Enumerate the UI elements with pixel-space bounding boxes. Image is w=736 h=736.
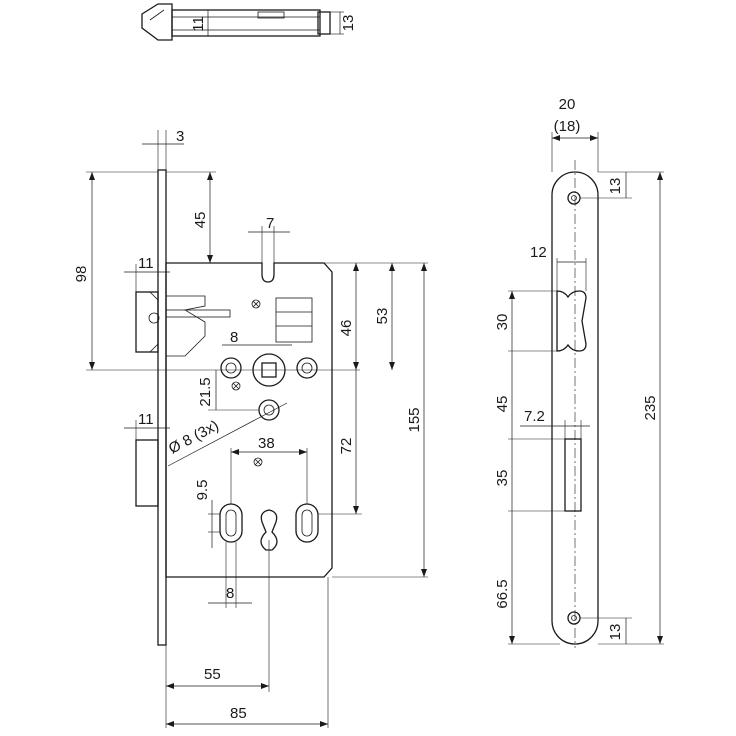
dim85-label: 85 [230,705,247,722]
front-view: 3 98 45 7 11 11 8 46 [73,128,428,728]
dim46-label: 46 [338,320,355,337]
fixing-hole-right-inner [301,362,313,374]
latch-opening [556,290,587,352]
dim72-arrow-bottom [353,506,359,514]
screw-2-icon [231,381,241,391]
dim665-label: 66.5 [494,579,511,608]
dim235-arrow-top [657,172,663,180]
dim18-label: (18) [554,118,581,135]
dim45s-label: 45 [494,396,511,413]
dim98-arrow-bottom [89,362,95,370]
latch-rod [165,309,231,318]
dim30-label: 30 [494,314,511,331]
dim55-label: 55 [204,666,221,683]
fixing-hole-right [296,357,318,379]
dim55-arrow-right [261,683,269,689]
dim8b-label: 8 [226,585,234,602]
screw-2-x-b [232,382,240,390]
screw-1-x-b [252,300,260,308]
dim98-label: 98 [73,266,90,283]
top-latch-head [141,3,173,41]
dim53-label: 53 [374,308,391,325]
dim45-arrow-top [207,172,213,180]
dim155-arrow-bottom [421,569,427,577]
top-view: 11 13 [141,3,357,41]
side-view: 20 (18) 13 12 30 45 35 66.5 7.2 [494,96,664,648]
top-dim-13-label: 13 [340,15,357,32]
dim72-label: 72 [338,438,355,455]
dim85-arrow-left [166,721,174,727]
top-screw-hole-inner [571,195,577,201]
dim38-label: 38 [258,435,275,452]
bottom-screw-hole-inner [571,615,577,621]
top-body [171,9,321,37]
latch-bevel [136,291,159,353]
latch-pivot [148,312,160,324]
screw-3-x-b [254,458,262,466]
latch-mechanism [166,295,206,357]
spring-block [275,297,313,343]
dim53-arrow-top [389,263,395,271]
dim53-arrow-bottom [389,362,395,370]
dim20-arrow-right [590,135,598,141]
dim95-label: 9.5 [194,480,211,501]
dim38-arrow-right [299,449,307,455]
slot-right-inner [301,509,313,537]
dim235-label: 235 [642,395,659,420]
dim98-arrow-top [89,172,95,180]
dim46-arrow-bottom [353,362,359,370]
dim72s-label: 7.2 [524,408,545,425]
dim13b-label: 13 [607,624,624,641]
dim45-label: 45 [192,212,209,229]
dim155-label: 155 [406,407,423,432]
dead-bolt [135,439,159,507]
dim55-arrow-left [166,683,174,689]
dim11a-label: 11 [138,255,154,272]
dim8-label: 8 [230,329,238,346]
screw-1-icon [251,299,261,309]
fixing-hole-lower [258,399,280,421]
fixing-hole-lower-inner [263,404,275,416]
dim20-label: 20 [559,96,576,113]
screw-3-icon [253,457,263,467]
top-slot [257,11,285,19]
dim12-label: 12 [530,244,547,261]
faceplate-side [551,171,599,645]
dim13a-label: 13 [607,178,624,195]
top-latch-edge [149,9,165,21]
top-end-cap [317,11,331,35]
top-dim-11-label: 11 [190,16,207,32]
dim7-label: 7 [266,215,274,232]
dim155-arrow-top [421,263,427,271]
top-screw-hole [567,191,581,205]
side-chain-arrow-top [509,291,515,299]
leader-fixing-holes [167,402,288,467]
faceplate [157,169,167,646]
dim85-arrow-right [320,721,328,727]
bolt-opening [564,438,582,512]
side-chain-arrow-bottom [509,636,515,644]
dim46-arrow-top [353,263,359,271]
latch-bolt [135,291,159,353]
dim235-arrow-bottom [657,636,663,644]
dim38-arrow-left [231,449,239,455]
fixing-hole-left-inner [225,362,237,374]
dim35-label: 35 [494,470,511,487]
dim11b-label: 11 [138,411,154,428]
dim45-arrow-bottom [207,255,213,263]
dim-fixing-holes-label: Ø 8 (3x) [166,417,222,457]
slot-left-inner [225,509,237,537]
bottom-screw-hole [567,611,581,625]
lock-case [165,262,333,578]
dim21-label: 21.5 [197,377,214,406]
fixing-hole-left [220,357,242,379]
dim3-label: 3 [176,128,184,145]
dim20-arrow-left [552,135,560,141]
